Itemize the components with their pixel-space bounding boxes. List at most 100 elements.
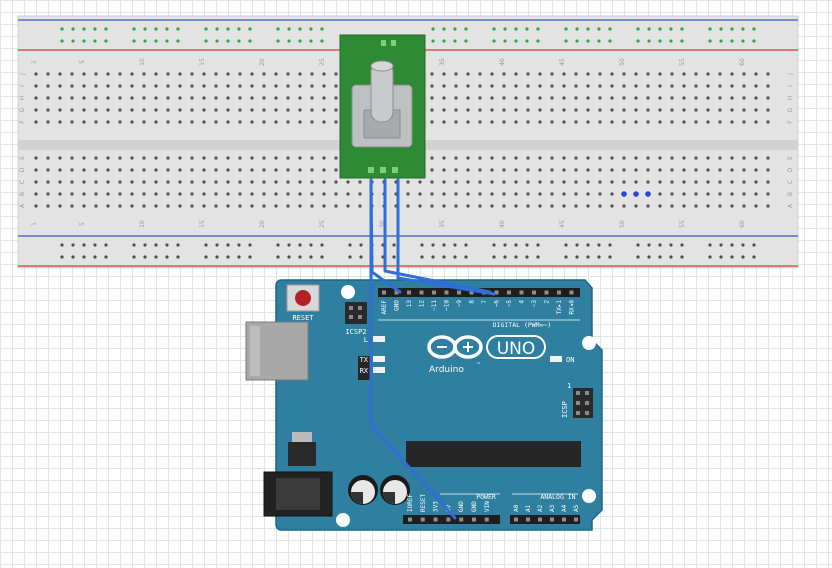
rail-hole xyxy=(575,243,579,247)
breadboard-hole xyxy=(442,180,446,184)
rail-hole xyxy=(276,27,280,31)
header-pin[interactable] xyxy=(569,290,574,295)
breadboard-hole xyxy=(34,156,38,160)
breadboard-hole xyxy=(250,120,254,124)
breadboard-hole xyxy=(466,108,470,112)
breadboard-hole xyxy=(118,84,122,88)
header-pin[interactable] xyxy=(407,290,411,295)
header-pin[interactable] xyxy=(420,517,425,522)
header-pin[interactable] xyxy=(469,290,474,295)
header-pin[interactable] xyxy=(544,290,549,295)
wire-signal[interactable] xyxy=(383,178,492,294)
icsp-label: ICSP xyxy=(561,401,569,418)
header-pin[interactable] xyxy=(484,517,489,522)
breadboard-hole xyxy=(202,156,206,160)
header-pin[interactable] xyxy=(507,290,511,295)
breadboard-hole xyxy=(430,204,434,208)
pin-label: RX◂0 xyxy=(569,300,576,315)
header-pin[interactable] xyxy=(557,290,561,295)
breadboard-hole xyxy=(118,72,122,76)
header-pin[interactable] xyxy=(457,290,461,295)
header-pin[interactable] xyxy=(550,517,554,522)
header-pin[interactable] xyxy=(562,517,566,522)
breadboard-hole xyxy=(742,156,746,160)
header-pin[interactable] xyxy=(459,517,464,522)
pin-label: ~5 xyxy=(506,300,513,308)
breadboard-hole xyxy=(490,120,494,124)
header-pin[interactable] xyxy=(538,517,542,522)
header-pin[interactable] xyxy=(494,290,499,295)
icsp2-header xyxy=(345,302,367,324)
header-pin[interactable] xyxy=(446,517,451,522)
header-pin[interactable] xyxy=(526,517,530,522)
breadboard-hole xyxy=(694,192,698,196)
led-rx-label: RX xyxy=(360,367,369,375)
header-pin[interactable] xyxy=(532,290,536,295)
breadboard-hole xyxy=(118,108,122,112)
breadboard-hole xyxy=(178,156,182,160)
breadboard-hole xyxy=(46,156,50,160)
breadboard-hole xyxy=(766,204,770,208)
wires[interactable] xyxy=(369,178,496,520)
wire-power[interactable] xyxy=(396,178,496,296)
breadboard-hole xyxy=(766,156,770,160)
breadboard-hole xyxy=(598,156,602,160)
column-number: 30 xyxy=(379,220,386,228)
breadboard-hole xyxy=(694,72,698,76)
breadboard-hole xyxy=(586,204,590,208)
breadboard-hole xyxy=(226,168,230,172)
header-pin[interactable] xyxy=(394,290,399,295)
breadboard-hole xyxy=(334,180,338,184)
column-number: 25 xyxy=(319,220,326,228)
breadboard-hole xyxy=(670,204,674,208)
rail-hole xyxy=(536,243,540,247)
power-jack-inner xyxy=(276,478,320,510)
rail-hole xyxy=(730,243,734,247)
breadboard-hole xyxy=(46,120,50,124)
header-pin[interactable] xyxy=(444,290,449,295)
rail-hole xyxy=(143,255,147,259)
header-pin[interactable] xyxy=(419,290,424,295)
breadboard-hole xyxy=(742,168,746,172)
rail-hole xyxy=(741,27,745,31)
breadboard-hole xyxy=(70,120,74,124)
column-number: 5 xyxy=(79,222,86,226)
breadboard-hole xyxy=(430,108,434,112)
breadboard-hole xyxy=(106,168,110,172)
breadboard-hole xyxy=(106,72,110,76)
rail-hole xyxy=(730,39,734,43)
header-pin[interactable] xyxy=(382,290,386,295)
breadboard-hole xyxy=(130,120,134,124)
potentiometer[interactable] xyxy=(339,34,426,179)
reset-button[interactable] xyxy=(286,284,320,312)
rail-hole xyxy=(719,255,723,259)
header-pin[interactable] xyxy=(433,517,438,522)
row-letter: F xyxy=(787,120,794,124)
rail-hole xyxy=(514,39,518,43)
breadboard-hole xyxy=(70,204,74,208)
rail-hole xyxy=(104,255,108,259)
breadboard-hole xyxy=(490,180,494,184)
header-pin[interactable] xyxy=(574,517,578,522)
breadboard-hole xyxy=(706,156,710,160)
header-pin[interactable] xyxy=(432,290,436,295)
breadboard-hole xyxy=(334,108,338,112)
breadboard-hole xyxy=(538,120,542,124)
wire-5v[interactable] xyxy=(369,178,457,520)
usb-port-inner xyxy=(250,326,260,376)
breadboard-hole xyxy=(502,120,506,124)
rail-hole xyxy=(154,39,158,43)
header-pin[interactable] xyxy=(408,517,412,522)
rail-hole xyxy=(348,255,352,259)
breadboard-hole xyxy=(766,108,770,112)
rail-hole xyxy=(143,243,147,247)
header-pin[interactable] xyxy=(519,290,524,295)
breadboard-hole xyxy=(574,108,578,112)
breadboard-hole xyxy=(478,192,482,196)
breadboard-hole xyxy=(514,108,518,112)
column-number: 40 xyxy=(499,58,506,66)
breadboard-hole xyxy=(406,180,410,184)
breadboard-hole xyxy=(706,120,710,124)
header-pin[interactable] xyxy=(514,517,518,522)
header-pin[interactable] xyxy=(472,517,476,522)
